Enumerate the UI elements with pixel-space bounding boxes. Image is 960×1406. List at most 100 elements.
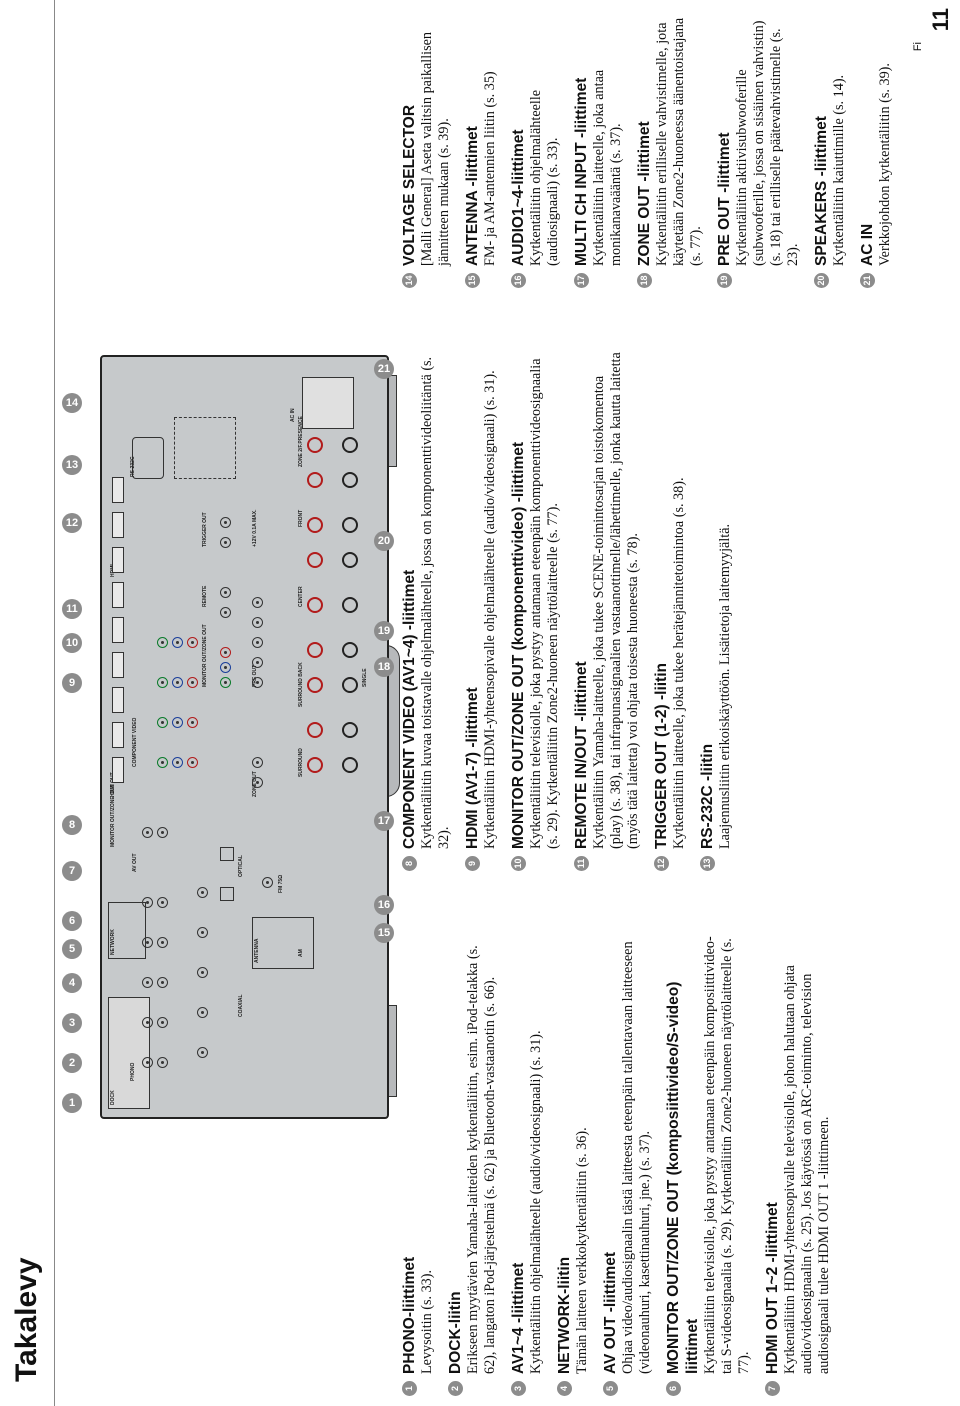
item-number: 5 — [603, 1381, 618, 1396]
item-number: 18 — [637, 273, 652, 288]
item-title: SPEAKERS -liittimet — [813, 116, 830, 266]
item-20: 20 SPEAKERS -liittimet Kytkentäliitin kai… — [812, 8, 848, 288]
callout-2: 2 — [62, 1053, 82, 1073]
av-jack — [142, 897, 153, 908]
remote-out-jack — [220, 587, 231, 598]
pre-out-jack — [252, 597, 263, 608]
item-body: Kytkentäliitin televisiolle, joka pystyy… — [528, 358, 561, 849]
item-number: 8 — [402, 856, 417, 871]
callout-17: 17 — [374, 811, 394, 831]
item-body: Erikseen myytävien Yamaha-laitteiden kyt… — [465, 945, 498, 1374]
item-body: Kytkentäliitin HDMI-yhteensopivalle tele… — [782, 965, 832, 1374]
antenna-block — [252, 917, 314, 969]
speaker-terminal — [307, 677, 323, 693]
item-body: Kytkentäliitin kaiuttimille (s. 14). — [831, 74, 847, 266]
hdmi-in-port — [112, 687, 124, 713]
callout-16: 16 — [374, 895, 394, 915]
dock-connector — [108, 997, 150, 1109]
speaker-terminal — [342, 552, 358, 568]
item-body: Laajennusliitin erikoiskäyttöön. Lisätie… — [717, 523, 733, 849]
item-body: Kytkentäliitin televisiolle, joka pystyy… — [702, 936, 752, 1374]
speaker-terminal — [342, 597, 358, 613]
item-title: PHONO-liittimet — [401, 1256, 418, 1374]
callout-13: 13 — [62, 455, 82, 475]
component-jack-pr — [187, 757, 198, 768]
rear-panel: DOCK NETWORK PHONO AV OUT MONITOR OUT/ZO… — [100, 355, 389, 1119]
ac-in-label: AC IN — [290, 408, 296, 422]
item-body: Kytkentäliitin erilliselle vahvistimelle… — [654, 17, 704, 266]
pre-out-jack — [252, 637, 263, 648]
speaker-terminal — [342, 437, 358, 453]
item-body: Ohjaa video/audiosignaalin tästä laittee… — [620, 941, 653, 1374]
item-body: Kytkentäliitin laitteelle, joka antaa mo… — [591, 69, 624, 266]
item-title: RS-232C -liitin — [699, 743, 716, 849]
item-number: 14 — [402, 273, 417, 288]
component-video-label: COMPONENT VIDEO — [132, 717, 138, 767]
callout-12: 12 — [62, 513, 82, 533]
speaker-terminal — [342, 677, 358, 693]
av-jack — [157, 897, 168, 908]
av-jack — [157, 977, 168, 988]
callout-20: 20 — [374, 531, 394, 551]
item-title: TRIGGER OUT (1-2) -liitin — [653, 663, 670, 849]
component-jack-y — [157, 717, 168, 728]
optical-label: OPTICAL — [238, 855, 244, 877]
callout-11: 11 — [62, 599, 82, 619]
item-body: [Malli General] Aseta valitsin paikallis… — [419, 31, 452, 266]
speaker-terminal — [307, 472, 323, 488]
av-jack — [157, 937, 168, 948]
hdmi-out-port-2 — [112, 722, 124, 748]
callout-14: 14 — [62, 393, 82, 413]
callout-15: 15 — [374, 923, 394, 943]
rs232c-label: RS-232C — [130, 456, 136, 477]
callout-8: 8 — [62, 815, 82, 835]
item-number: 20 — [814, 273, 829, 288]
pre-out-jack — [252, 677, 263, 688]
item-number: 10 — [511, 856, 526, 871]
item-body: Verkkojohdon kytkentäliitin (s. 39). — [877, 63, 893, 266]
component-jack-pr — [187, 717, 198, 728]
av-out-label: AV OUT — [132, 853, 138, 872]
phono-jack — [142, 1057, 153, 1068]
speaker-terminal — [342, 517, 358, 533]
surround-back-label: SURROUND BACK — [298, 662, 304, 707]
callout-18: 18 — [374, 657, 394, 677]
component-jack-pr — [187, 637, 198, 648]
item-number: 16 — [511, 273, 526, 288]
hdmi-in-port — [112, 652, 124, 678]
callout-6: 6 — [62, 911, 82, 931]
item-body: Kytkentäliitin aktiivisubwooferille (sub… — [734, 20, 801, 266]
fm-jack — [262, 877, 273, 888]
item-body: Kytkentäliitin ohjelmalähteelle (audiosi… — [528, 89, 561, 266]
component-jack-pb — [172, 637, 183, 648]
callout-1: 1 — [62, 1093, 82, 1113]
av-jack — [142, 1017, 153, 1028]
zone-out-jack — [252, 777, 263, 788]
item-number: 17 — [574, 273, 589, 288]
callout-19: 19 — [374, 621, 394, 641]
hdmi-in-port — [112, 512, 124, 538]
av-jack — [142, 937, 153, 948]
item-body: Kytkentäliitin laitteelle, joka tukee he… — [671, 477, 687, 849]
item-number: 9 — [465, 856, 480, 871]
front-label: FRONT — [298, 509, 304, 527]
rear-panel-diagram: DOCK NETWORK PHONO AV OUT MONITOR OUT/ZO… — [62, 345, 400, 1125]
item-number: 3 — [511, 1381, 526, 1396]
fm-label: FM 75Ω — [278, 874, 284, 893]
optical-port — [220, 887, 234, 901]
page-title: Takalevy — [10, 1257, 43, 1382]
speaker-terminal — [307, 722, 323, 738]
item-title: DOCK-liitin — [447, 1291, 464, 1374]
item-number: 19 — [717, 273, 732, 288]
